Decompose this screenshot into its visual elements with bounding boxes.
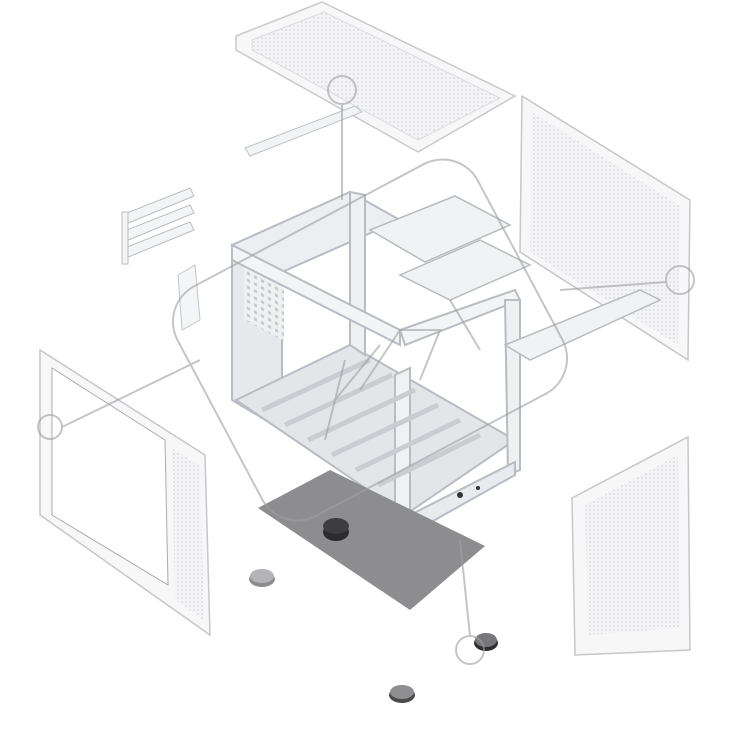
small-plate xyxy=(177,264,201,331)
pci-slot-covers xyxy=(121,187,195,265)
drive-tray xyxy=(368,195,662,361)
knob xyxy=(323,518,349,541)
case-foot xyxy=(249,569,275,587)
case-foot xyxy=(389,685,415,703)
front-panel xyxy=(571,435,691,656)
case-foot xyxy=(474,633,498,651)
top-bracket xyxy=(244,105,363,157)
top-mesh-panel xyxy=(235,1,517,153)
dust-filter-pad xyxy=(258,470,485,610)
watermark-logo xyxy=(37,75,695,665)
left-side-panel xyxy=(39,348,211,637)
